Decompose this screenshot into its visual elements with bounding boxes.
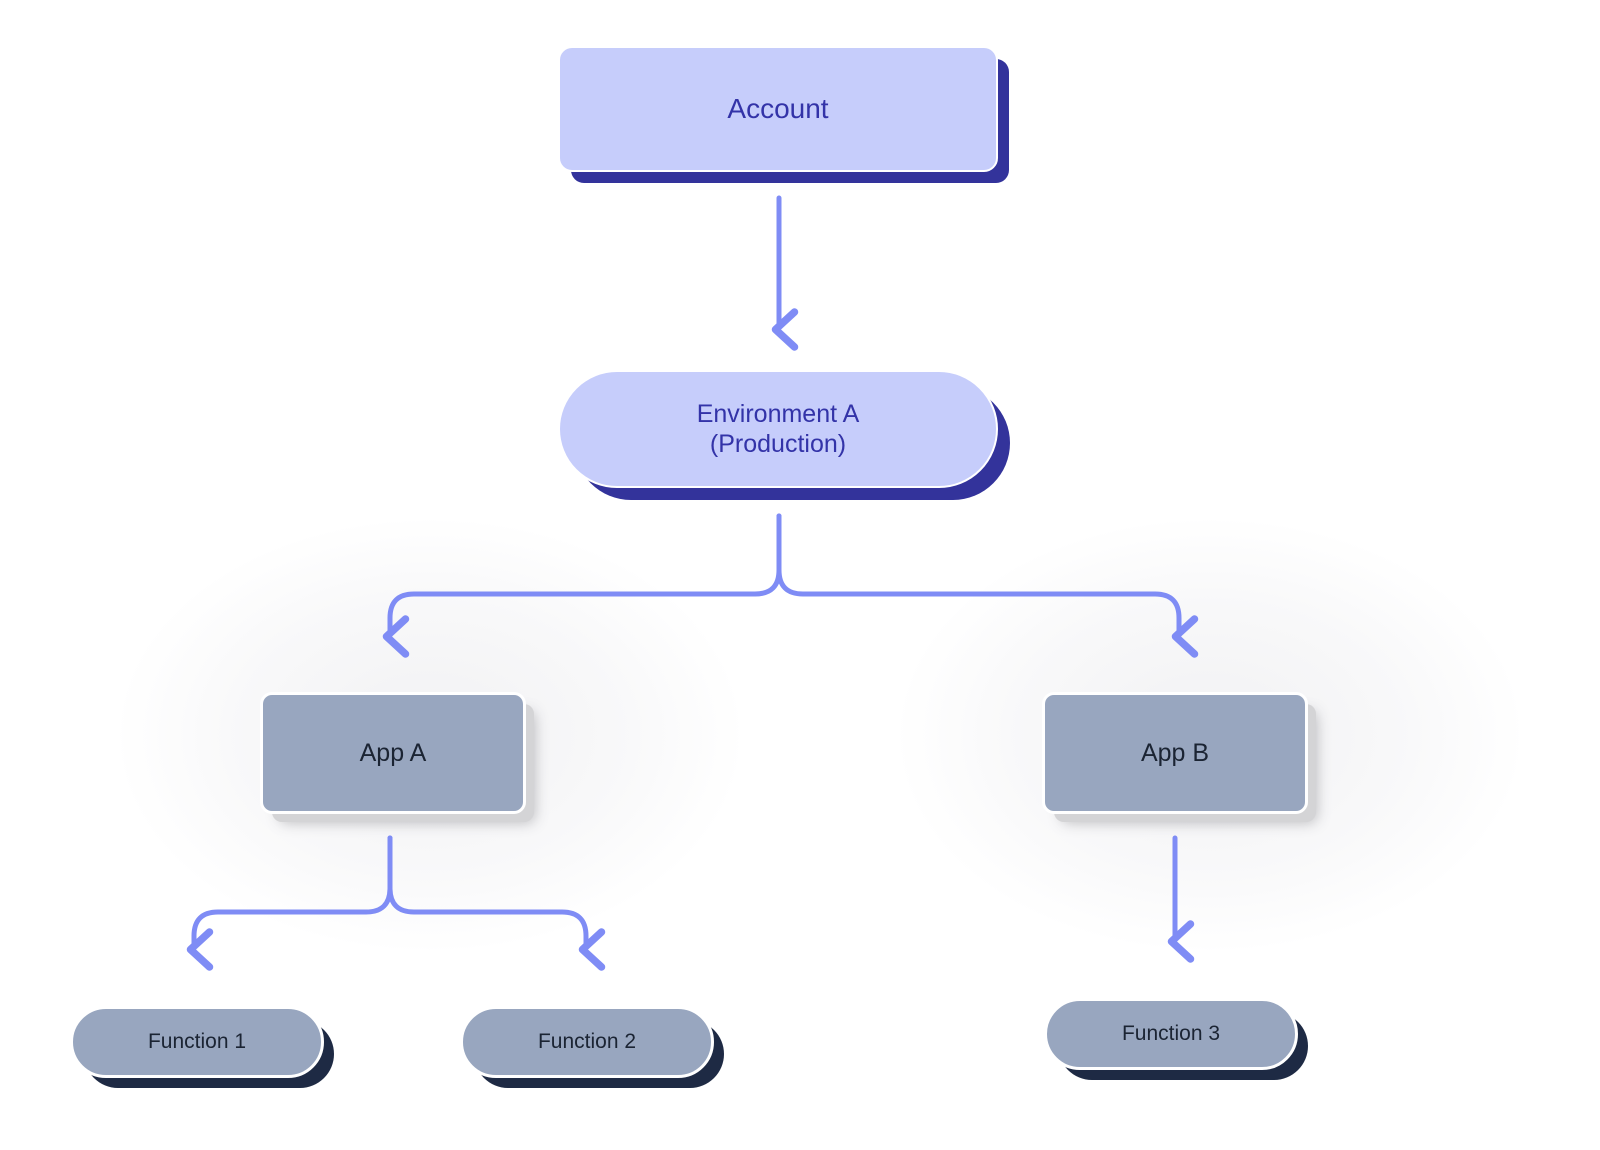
node-environment-a[interactable]: Environment A (Production) [558, 370, 998, 488]
node-app-b-label: App B [1140, 738, 1210, 767]
node-account[interactable]: Account [558, 46, 998, 172]
edge-environment-to-app-b [776, 513, 1199, 658]
node-app-a-label: App A [359, 738, 427, 767]
edge-app-a-to-function-2 [387, 835, 606, 971]
node-account-label: Account [727, 92, 829, 124]
node-function-1-label: Function 1 [147, 1030, 247, 1054]
node-function-2-label: Function 2 [537, 1030, 637, 1054]
node-function-2[interactable]: Function 2 [460, 1006, 714, 1078]
edge-environment-to-app-a [382, 513, 782, 658]
node-environment-a-label: Environment A (Production) [696, 399, 860, 459]
node-function-3[interactable]: Function 3 [1044, 998, 1298, 1070]
edge-app-a-to-function-1 [186, 835, 393, 971]
node-app-a[interactable]: App A [260, 692, 526, 814]
node-function-1[interactable]: Function 1 [70, 1006, 324, 1078]
node-function-3-label: Function 3 [1121, 1022, 1221, 1046]
node-app-b[interactable]: App B [1042, 692, 1308, 814]
